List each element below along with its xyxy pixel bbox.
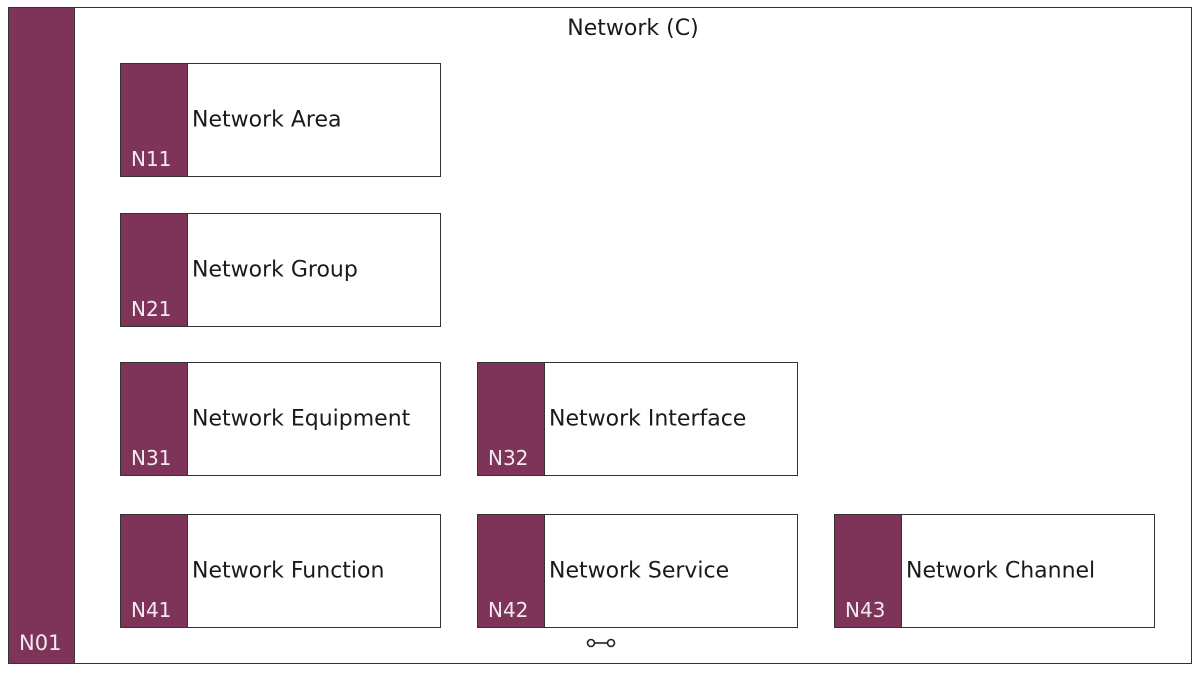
box-code-strip: N21 [121,214,188,326]
box-code: N32 [488,446,529,470]
link-icon [586,638,616,648]
box-label: Network Interface [549,406,747,432]
box-code: N42 [488,598,529,622]
box-code-strip: N31 [121,363,188,475]
network-container: N01 Network (C) N11 Network Area N21 Net… [8,7,1192,664]
box-label: Network Channel [906,558,1096,584]
box-code-strip: N41 [121,515,188,627]
box-label: Network Service [549,558,730,584]
container-code-bar: N01 [9,8,75,663]
network-interface-box[interactable]: N32 Network Interface [477,362,798,476]
box-label: Network Group [192,257,358,283]
box-code: N43 [845,598,886,622]
box-code: N41 [131,598,172,622]
box-label: Network Function [192,558,385,584]
box-code: N31 [131,446,172,470]
box-code: N21 [131,297,172,321]
box-code-strip: N11 [121,64,188,176]
container-code: N01 [19,631,62,655]
box-label: Network Area [192,107,342,133]
network-service-box[interactable]: N42 Network Service [477,514,798,628]
network-group-box[interactable]: N21 Network Group [120,213,441,327]
box-code-strip: N32 [478,363,545,475]
network-function-box[interactable]: N41 Network Function [120,514,441,628]
box-code-strip: N42 [478,515,545,627]
box-code: N11 [131,147,172,171]
box-label: Network Equipment [192,406,411,432]
network-equipment-box[interactable]: N31 Network Equipment [120,362,441,476]
network-area-box[interactable]: N11 Network Area [120,63,441,177]
box-code-strip: N43 [835,515,902,627]
network-channel-box[interactable]: N43 Network Channel [834,514,1155,628]
container-title: Network (C) [567,16,699,41]
